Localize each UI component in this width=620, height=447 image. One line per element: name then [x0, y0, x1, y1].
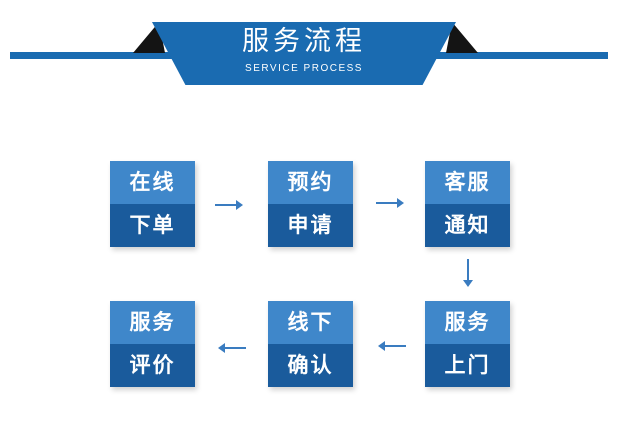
step-label-top: 预约 — [268, 161, 353, 204]
arrow-down-icon — [463, 259, 473, 287]
page-title: 服务流程 — [242, 26, 366, 57]
step-label-bottom: 确认 — [268, 344, 353, 387]
step-label-top: 在线 — [110, 161, 195, 204]
step-label-top: 客服 — [425, 161, 510, 204]
step-label-bottom: 上门 — [425, 344, 510, 387]
arrow-left-icon — [218, 343, 246, 353]
step-label-top: 线下 — [268, 301, 353, 344]
step-label-bottom: 评价 — [110, 344, 195, 387]
step-label-bottom: 申请 — [268, 204, 353, 247]
arrow-right-icon — [376, 198, 404, 208]
step-label-top: 服务 — [425, 301, 510, 344]
title-banner — [152, 22, 456, 85]
step-label-bottom: 通知 — [425, 204, 510, 247]
page-subtitle: SERVICE PROCESS — [245, 63, 363, 74]
step-online-order: 在线 下单 — [110, 161, 195, 247]
step-onsite-service: 服务 上门 — [425, 301, 510, 387]
step-offline-confirm: 线下 确认 — [268, 301, 353, 387]
step-customer-service-notice: 客服 通知 — [425, 161, 510, 247]
arrow-left-icon — [378, 341, 406, 351]
step-appointment-request: 预约 申请 — [268, 161, 353, 247]
step-label-top: 服务 — [110, 301, 195, 344]
step-label-bottom: 下单 — [110, 204, 195, 247]
arrow-right-icon — [215, 200, 243, 210]
step-service-review: 服务 评价 — [110, 301, 195, 387]
